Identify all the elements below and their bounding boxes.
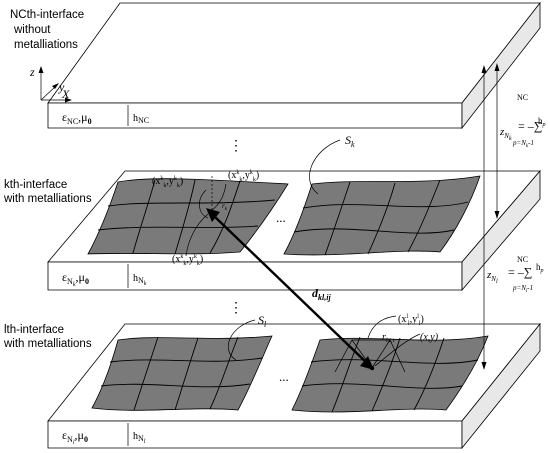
axis-z-label: z (29, 65, 35, 79)
bot-label-line1: lth-interface (4, 324, 64, 336)
top-slab (47, 1, 541, 130)
vdots-top: ⋮ (229, 139, 243, 154)
z-nl-formula: zNl NC = –∑ hp p=Nl-1 (486, 255, 544, 294)
svg-text:NC: NC (517, 255, 528, 264)
svg-text:dkl,ij: dkl,ij (312, 286, 331, 302)
mid-label-line1: kth-interface (4, 179, 67, 191)
z-nk-arrow (494, 63, 500, 219)
bot-interface-label: lth-interface with metalliations (3, 324, 92, 350)
hdots-bottom: ... (279, 369, 289, 384)
top-interface-label: NCth-interface without metalliations (10, 9, 84, 51)
svg-text:εNC,μ0: εNC,μ0 (62, 110, 92, 126)
svg-text:(xkk,ykk): (xkk,ykk) (152, 176, 183, 189)
r-k-label: rk (222, 202, 228, 212)
svg-text:(xll,yll): (xll,yll) (398, 314, 424, 327)
vdots-bottom: ⋮ (229, 301, 243, 316)
svg-text:= –∑: = –∑ (518, 119, 542, 133)
mid-point-annotations: (xkk,ykk) (xkk,ykk) (xkk,ykk) rk (152, 170, 259, 267)
patch-mid-right (283, 175, 481, 256)
bot-label-line2: with metalliations (3, 338, 92, 350)
svg-text:p=Nk-1: p=Nk-1 (512, 139, 534, 149)
top-label-line3: metalliations (14, 39, 78, 51)
s-l-label: Sl (227, 313, 267, 361)
svg-text:Sk: Sk (345, 133, 355, 149)
svg-text:p=Nl-1: p=Nl-1 (512, 284, 533, 294)
svg-text:zNk: zNk (499, 126, 512, 142)
axis-x-label: X (61, 87, 70, 101)
svg-text:rl,i,v: rl,i,v (382, 332, 395, 344)
axis-y-label: y (58, 80, 65, 94)
mid-slab-params: εNk,μ0 hNk (62, 264, 147, 288)
svg-text:hNC: hNC (133, 113, 149, 125)
svg-text:zNl: zNl (486, 269, 498, 285)
mid-label-line2: with metalliations (3, 193, 92, 205)
svg-text:hp: hp (538, 116, 546, 128)
svg-text:= –∑: = –∑ (508, 265, 532, 279)
svg-text:(xkk,ykk): (xkk,ykk) (172, 254, 203, 267)
patch-bot-right (291, 335, 489, 413)
top-label-line2: without (13, 24, 51, 36)
top-label-line1: NCth-interface (10, 9, 84, 21)
mid-interface-label: kth-interface with metalliations (3, 179, 92, 205)
patch-mid-left (87, 178, 289, 255)
top-slab-params: εNC,μ0 hNC (62, 105, 149, 126)
s-k-label: Sk (309, 133, 355, 195)
svg-text:εNk,μ0: εNk,μ0 (62, 270, 89, 288)
svg-text:εNl,μ0: εNl,μ0 (62, 428, 88, 446)
z-nl-arrow (481, 65, 487, 370)
distance-arrow: dkl,ij (206, 208, 374, 370)
hdots-mid: ... (276, 210, 286, 225)
xy-label: (x,y) (420, 332, 439, 343)
svg-text:hp: hp (536, 262, 544, 274)
z-nk-formula: zNk NC = –∑ hp p=Nk-1 (499, 93, 546, 149)
svg-text:NC: NC (517, 93, 528, 102)
bot-slab-params: εNl,μ0 hNl (62, 423, 146, 446)
coordinate-axes: z y X (29, 65, 72, 103)
svg-text:Sl: Sl (258, 313, 267, 329)
svg-text:hNl: hNl (133, 431, 146, 445)
bot-point-annotations: (xll,yll) rl,i,v (x,y) (367, 314, 439, 367)
patch-bot-left (91, 335, 273, 411)
svg-text:hNk: hNk (133, 273, 147, 287)
svg-text:(xkk,ykk): (xkk,ykk) (228, 170, 259, 183)
